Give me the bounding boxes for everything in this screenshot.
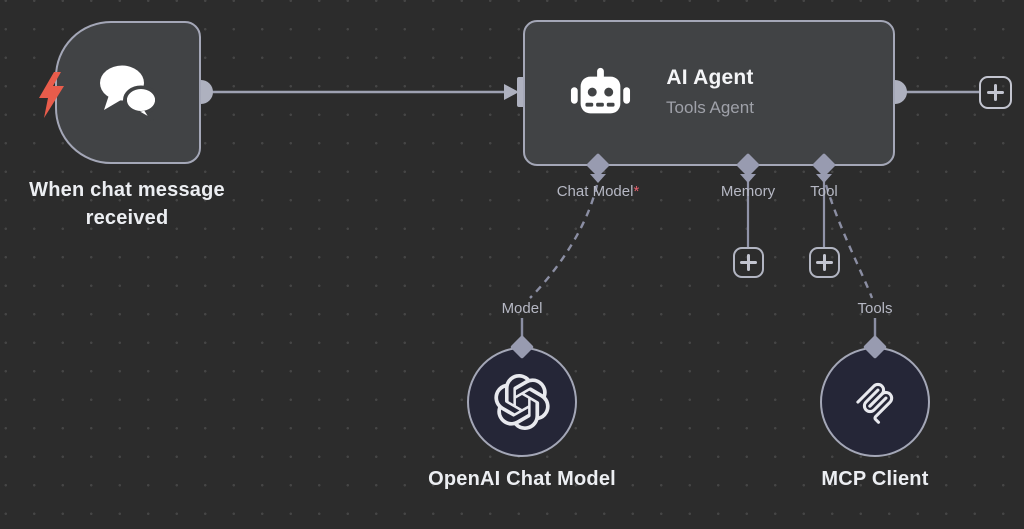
- add-memory-button[interactable]: [733, 247, 764, 278]
- add-tool-button[interactable]: [809, 247, 840, 278]
- chat-model-port-label: Chat Model*: [556, 183, 640, 200]
- plus-icon: [987, 84, 1004, 101]
- mcp-node-caption: MCP Client: [821, 468, 929, 490]
- add-node-button[interactable]: [979, 76, 1012, 109]
- tool-port-label: Tool: [810, 183, 838, 200]
- plus-icon: [740, 254, 757, 271]
- connection-tool-to-mcp[interactable]: [824, 184, 874, 299]
- plus-icon: [816, 254, 833, 271]
- node-chat-trigger[interactable]: [55, 21, 201, 164]
- chat-bubbles-icon: [100, 65, 159, 122]
- agent-node-title: AI Agent: [666, 66, 754, 89]
- openai-model-port-label: Model: [501, 300, 543, 317]
- memory-port-arrow-icon: [740, 174, 756, 183]
- chat-model-port-arrow-icon: [590, 174, 606, 183]
- memory-port-label: Memory: [720, 183, 776, 200]
- mcp-logo-icon: [856, 382, 894, 424]
- trigger-node-caption: When chat message received: [29, 179, 225, 229]
- agent-node-subtitle: Tools Agent: [666, 98, 754, 117]
- lightning-bolt-icon: [39, 72, 64, 118]
- node-mcp-client[interactable]: [820, 347, 930, 457]
- tool-port-arrow-icon: [816, 174, 832, 183]
- node-ai-agent[interactable]: AI Agent Tools Agent: [523, 20, 895, 166]
- openai-logo-icon: [494, 374, 550, 430]
- arrowhead-icon: [504, 84, 519, 100]
- connection-chatmodel-to-openai[interactable]: [529, 184, 599, 299]
- mcp-tools-port-label: Tools: [857, 300, 893, 317]
- node-openai-chat-model[interactable]: [467, 347, 577, 457]
- required-marker: *: [633, 183, 640, 200]
- connection-trigger-to-agent[interactable]: [201, 84, 519, 100]
- openai-node-caption: OpenAI Chat Model: [428, 468, 616, 490]
- robot-icon: [570, 67, 631, 114]
